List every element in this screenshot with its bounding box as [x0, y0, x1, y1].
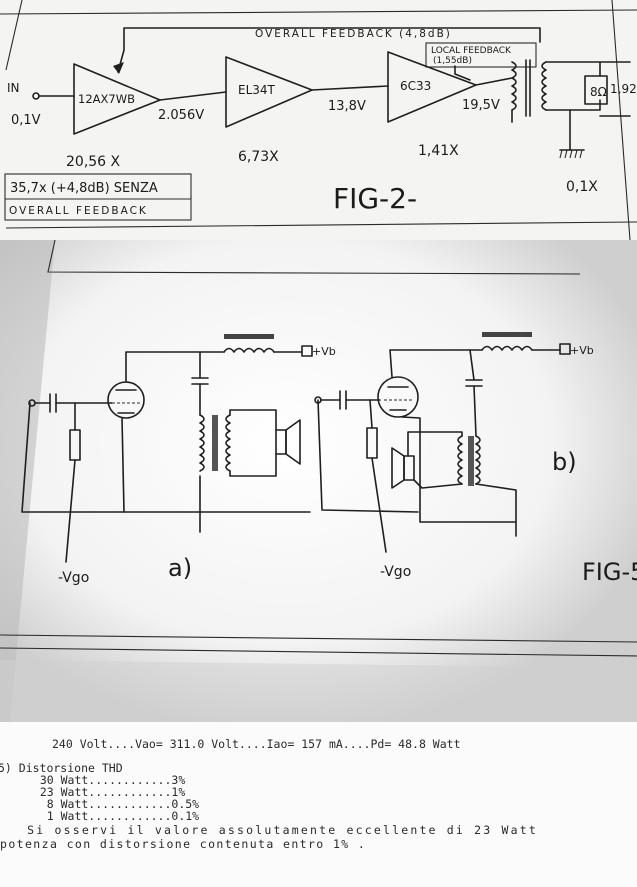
input-label: IN — [7, 81, 20, 95]
stage1-tube-label: 12AX7WB — [78, 92, 135, 106]
thd-row: 1 Watt............0.1% — [26, 809, 199, 823]
page-lower-shade — [0, 660, 637, 722]
circuit-a — [21, 334, 313, 563]
fig5-title: FIG-5 — [582, 558, 637, 586]
output-transformer-b — [475, 435, 481, 485]
typed-text: 240 Volt....Vao= 311.0 Volt....Iao= 157 … — [0, 737, 538, 851]
secondary-top-wire — [545, 61, 601, 77]
stage3-amplifier — [387, 51, 477, 123]
feedback-arrow-icon — [113, 62, 124, 74]
circuit-b — [314, 332, 571, 553]
fig2-title: FIG-2- — [333, 182, 417, 215]
text-panel: 240 Volt....Vao= 311.0 Volt....Iao= 157 … — [0, 722, 637, 887]
page-edge — [0, 240, 55, 722]
frame-bottom-line — [5, 221, 637, 229]
input-voltage: 0,1V — [11, 113, 41, 128]
local-feedback-value: (1,55dB) — [433, 56, 472, 66]
overall-feedback-label: OVERALL FEEDBACK (4,8dB) — [255, 28, 452, 40]
thd-row: 30 Watt............3% — [26, 773, 185, 787]
frame-top-line — [0, 9, 637, 15]
vg-label-b: -Vgo — [380, 564, 411, 580]
stage3-tube-label: 6C33 — [400, 79, 431, 93]
circuit-a-label: a) — [168, 554, 192, 582]
thd-row: 23 Watt............1% — [26, 785, 185, 799]
choke-b — [481, 345, 533, 351]
measurement-line: 240 Volt....Vao= 311.0 Volt....Iao= 157 … — [52, 737, 461, 751]
stage1-amplifier — [73, 63, 161, 135]
stage3-output-wire — [475, 77, 513, 86]
page-bottom-line-2 — [0, 647, 637, 657]
thd-row: 8 Watt............0.5% — [26, 797, 199, 811]
output-gain: 0,1X — [566, 179, 598, 195]
load-resistor — [584, 75, 608, 105]
frame-left-line — [5, 0, 23, 71]
stage2-tube-label: EL34T — [238, 83, 276, 97]
note-line-2: OVERALL FEEDBACK — [9, 205, 148, 217]
fig2-diagram: OVERALL FEEDBACK (4,8dB) LOCAL FEEDBACK … — [0, 0, 637, 240]
frame-right-line — [611, 0, 631, 240]
choke-a — [223, 347, 275, 353]
stage1-gain: 20,56 X — [66, 154, 121, 170]
stage3-output-voltage: 19,5V — [462, 98, 500, 113]
comment-line-1: Si osservi il valore assolutamente eccel… — [18, 823, 538, 837]
book-page — [0, 240, 637, 722]
thd-heading: 5) Distorsione THD — [0, 761, 123, 775]
output-level: 1,92 — [610, 82, 637, 96]
secondary-bottom-wire — [545, 99, 601, 111]
vb-label-a: +Vb — [312, 345, 336, 358]
stage2-output-voltage: 13,8V — [328, 99, 366, 114]
note-box — [4, 173, 192, 221]
output-transformer-a — [199, 414, 205, 472]
stage2-amplifier — [225, 56, 313, 128]
comment-line-2: potenza con distorsione contenuta entro … — [0, 837, 366, 851]
fig2-panel: OVERALL FEEDBACK (4,8dB) LOCAL FEEDBACK … — [0, 0, 637, 240]
tube-b — [377, 376, 419, 418]
page-bottom-line-1 — [0, 634, 637, 643]
stage2-output-wire — [311, 85, 389, 91]
circuit-b-label: b) — [552, 448, 577, 476]
stage1-output-voltage: 2.056V — [158, 108, 204, 123]
vb-terminal-b — [559, 343, 571, 355]
overall-feedback-line — [117, 27, 541, 73]
stage3-gain: 1,41X — [418, 143, 459, 159]
input-terminal — [32, 92, 40, 100]
fig5-diagram: +Vb -Vgo a) — [0, 240, 637, 722]
page-top-line — [47, 240, 581, 275]
local-feedback-line — [454, 65, 471, 81]
note-line-1: 35,7x (+4,8dB) SENZA — [10, 181, 158, 196]
stage1-output-wire — [159, 91, 227, 101]
local-feedback-label: LOCAL FEEDBACK — [431, 46, 512, 56]
fig5-panel: +Vb -Vgo a) — [0, 240, 637, 722]
load-label: 8Ω — [590, 85, 607, 99]
stage2-gain: 6,73X — [238, 149, 279, 165]
local-feedback-box — [425, 42, 537, 68]
ground-icon — [559, 149, 585, 159]
output-transformer — [511, 59, 547, 123]
vg-label-a: -Vgo — [58, 570, 89, 586]
vb-terminal-a — [301, 345, 313, 357]
vb-label-b: +Vb — [570, 344, 594, 357]
